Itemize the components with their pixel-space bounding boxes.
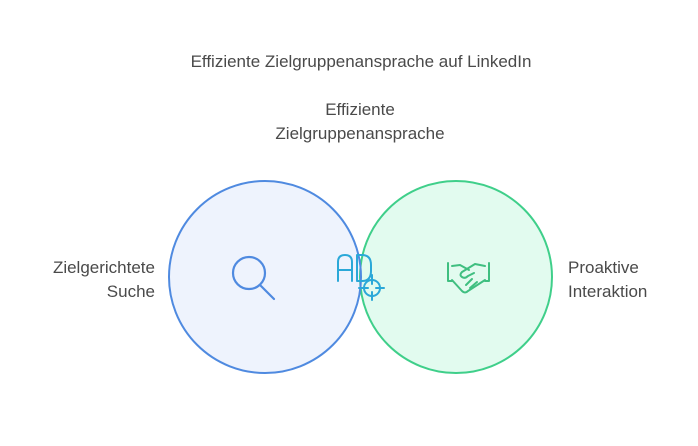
right-label-line-2: Interaktion — [568, 282, 648, 301]
left-label-line-2: Suche — [106, 282, 155, 301]
left-circle-outline — [168, 180, 362, 374]
overlap-label: Effiziente Zielgruppenansprache — [240, 98, 480, 146]
search-icon — [231, 255, 276, 301]
right-circle — [360, 181, 552, 373]
right-circle-label: Proaktive Interaktion — [568, 256, 647, 304]
ad-target-icon — [337, 254, 385, 301]
overlap-label-line-1: Effiziente — [325, 100, 395, 119]
handshake-icon — [447, 262, 490, 294]
overlap-label-line-2: Zielgruppenansprache — [275, 124, 445, 143]
left-label-line-1: Zielgerichtete — [52, 258, 155, 277]
diagram-title: Effiziente Zielgruppenansprache auf Link… — [190, 52, 532, 71]
left-circle-label: Zielgerichtete Suche — [53, 256, 155, 304]
right-label-line-1: Proaktive — [568, 258, 639, 277]
